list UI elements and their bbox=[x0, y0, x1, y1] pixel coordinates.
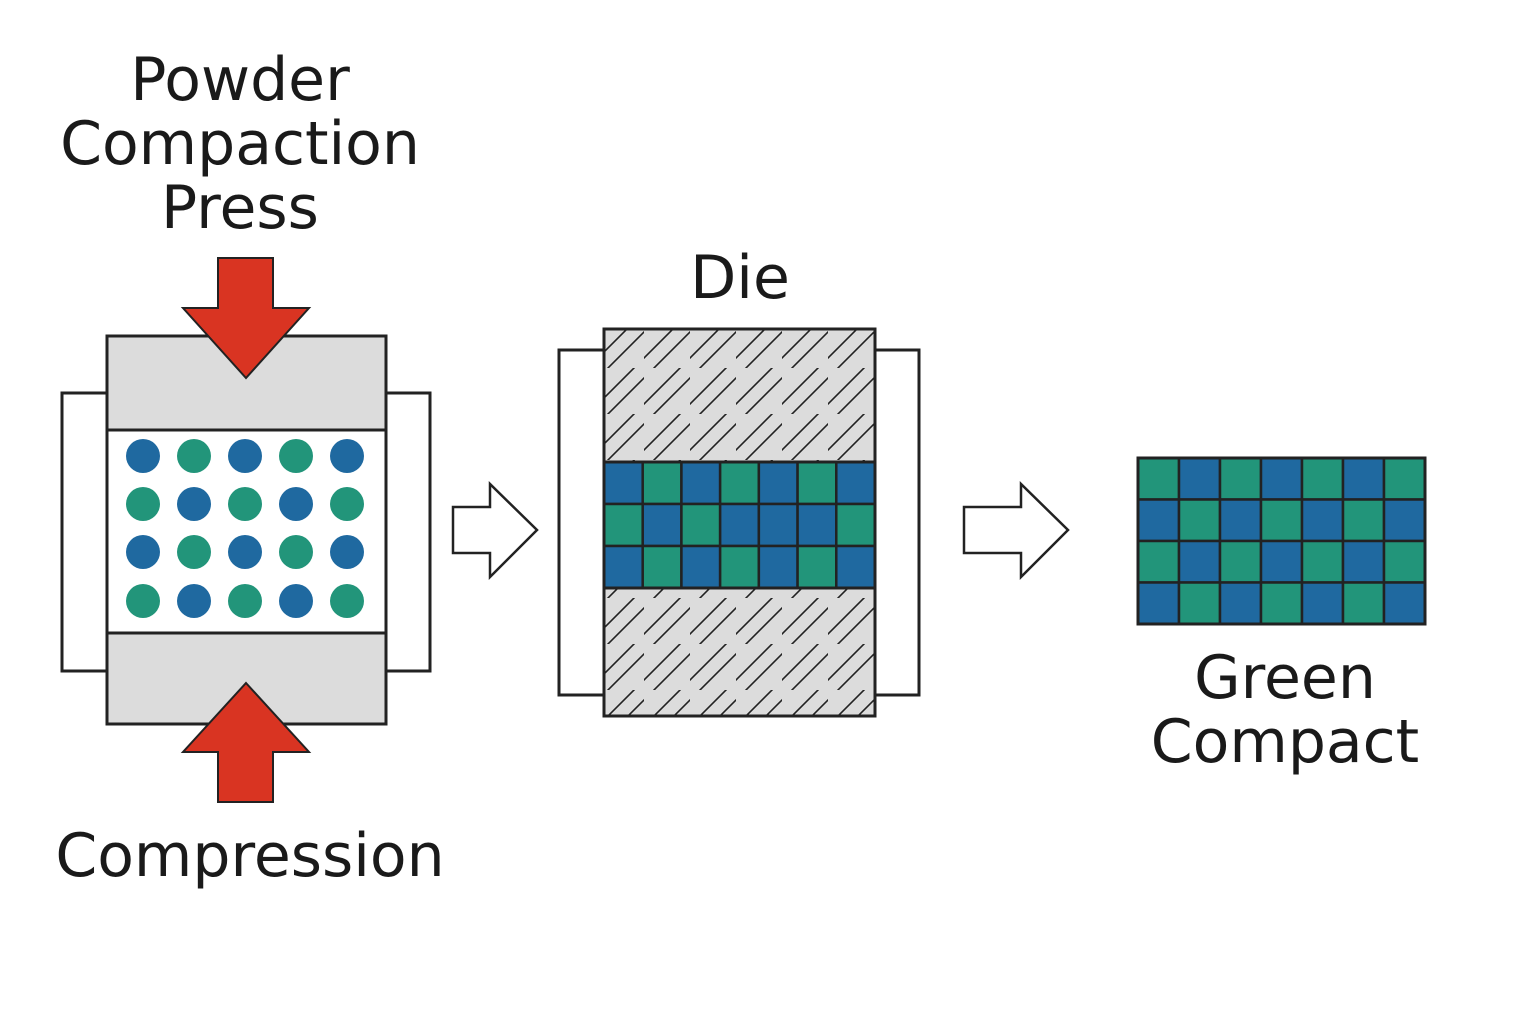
powder-particle bbox=[330, 487, 364, 521]
compressed-powder-cell bbox=[757, 502, 799, 548]
powder-particle bbox=[330, 439, 364, 473]
green-compact-cell bbox=[1341, 539, 1386, 584]
press-assembly bbox=[60, 257, 432, 803]
compressed-powder-cell bbox=[718, 460, 761, 506]
green-compact-cell bbox=[1177, 456, 1222, 501]
green-compact-cell bbox=[1218, 539, 1263, 584]
die-upper-punch bbox=[602, 327, 877, 464]
powder-particle bbox=[228, 584, 262, 618]
press-title-line-2: Compaction bbox=[60, 109, 420, 179]
green-compact-cell bbox=[1382, 581, 1427, 626]
compressed-powder-cell bbox=[680, 460, 722, 506]
compressed-powder-cell bbox=[602, 460, 644, 506]
compressed-powder-cell bbox=[641, 544, 683, 590]
green-compact-title-line-2: Compact bbox=[1150, 707, 1420, 777]
press-title: Powder Compaction Press bbox=[40, 48, 440, 240]
green-compact-cell bbox=[1218, 498, 1263, 543]
green-compact-cell bbox=[1259, 581, 1304, 626]
powder-particle bbox=[330, 584, 364, 618]
compressed-powder-cell bbox=[796, 460, 838, 506]
powder-particle bbox=[330, 535, 364, 569]
green-compact-cell bbox=[1341, 498, 1386, 543]
compressed-powder-cell bbox=[718, 544, 761, 590]
green-compact-cell bbox=[1218, 456, 1263, 501]
green-compact-cell bbox=[1136, 539, 1181, 584]
compressed-powder-cell bbox=[602, 502, 644, 548]
green-compact-cell-border bbox=[1136, 456, 1427, 626]
die-title: Die bbox=[690, 243, 790, 313]
up-force-arrow-icon bbox=[180, 681, 312, 803]
press-right-die-wall bbox=[383, 391, 432, 673]
green-compact-title: Green Compact bbox=[1120, 646, 1450, 774]
green-compact-cell bbox=[1259, 539, 1304, 584]
green-compact-cell bbox=[1259, 456, 1304, 501]
green-compact-cell bbox=[1382, 498, 1427, 543]
press-title-line-3: Press bbox=[161, 173, 319, 243]
green-compact-cell bbox=[1300, 581, 1345, 626]
green-compact-cell bbox=[1341, 456, 1386, 501]
compressed-powder-cell bbox=[757, 544, 799, 590]
compressed-powder-cell bbox=[757, 460, 799, 506]
green-compact-title-line-1: Green bbox=[1194, 643, 1376, 713]
green-compact-cell bbox=[1341, 581, 1386, 626]
die-left-wall bbox=[557, 348, 606, 697]
powder-particle bbox=[126, 584, 160, 618]
powder-particle bbox=[279, 584, 313, 618]
green-compact-cell bbox=[1382, 456, 1427, 501]
powder-particle bbox=[126, 487, 160, 521]
green-compact-cell bbox=[1300, 498, 1345, 543]
compressed-powder-cell bbox=[641, 502, 683, 548]
compressed-powder-layer bbox=[602, 460, 877, 590]
green-compact-cell bbox=[1177, 539, 1222, 584]
compressed-powder-cell bbox=[680, 502, 722, 548]
green-compact-cell bbox=[1177, 498, 1222, 543]
green-compact-cell bbox=[1177, 581, 1222, 626]
green-compact-block bbox=[1136, 456, 1427, 626]
green-compact-cell bbox=[1136, 581, 1181, 626]
compressed-powder-cell bbox=[718, 502, 761, 548]
compressed-powder-cell bbox=[680, 544, 722, 590]
down-force-arrow-icon bbox=[180, 257, 312, 380]
compressed-powder-cell bbox=[835, 502, 877, 548]
powder-particle bbox=[177, 584, 211, 618]
die-assembly bbox=[557, 327, 921, 718]
powder-particles bbox=[126, 439, 364, 618]
process-arrow-icon bbox=[962, 481, 1070, 581]
powder-particle bbox=[279, 487, 313, 521]
powder-particle bbox=[228, 535, 262, 569]
die-right-wall bbox=[873, 348, 921, 697]
compressed-powder-cell bbox=[796, 502, 838, 548]
press-left-die-wall bbox=[60, 391, 110, 673]
compressed-powder-cell bbox=[835, 544, 877, 590]
powder-particle bbox=[126, 439, 160, 473]
powder-particle bbox=[228, 487, 262, 521]
green-compact-cell bbox=[1382, 539, 1427, 584]
compressed-powder-cell-border bbox=[602, 460, 877, 590]
compressed-powder-cell bbox=[796, 544, 838, 590]
green-compact-cell bbox=[1136, 456, 1181, 501]
green-compact-cell bbox=[1136, 498, 1181, 543]
die-lower-punch bbox=[602, 586, 877, 718]
powder-particle bbox=[126, 535, 160, 569]
powder-particle bbox=[279, 535, 313, 569]
compressed-powder-cell bbox=[641, 460, 683, 506]
green-compact-cell bbox=[1300, 456, 1345, 501]
press-title-line-1: Powder bbox=[130, 45, 350, 115]
green-compact-cell bbox=[1259, 498, 1304, 543]
process-arrow-icon bbox=[451, 481, 539, 581]
compression-label: Compression bbox=[55, 821, 445, 891]
green-compact-cell bbox=[1300, 539, 1345, 584]
powder-particle bbox=[177, 487, 211, 521]
powder-particle bbox=[177, 439, 211, 473]
compressed-powder-cell bbox=[602, 544, 644, 590]
powder-particle bbox=[228, 439, 262, 473]
powder-particle bbox=[279, 439, 313, 473]
green-compact-cell bbox=[1218, 581, 1263, 626]
compressed-powder-cell bbox=[835, 460, 877, 506]
powder-particle bbox=[177, 535, 211, 569]
